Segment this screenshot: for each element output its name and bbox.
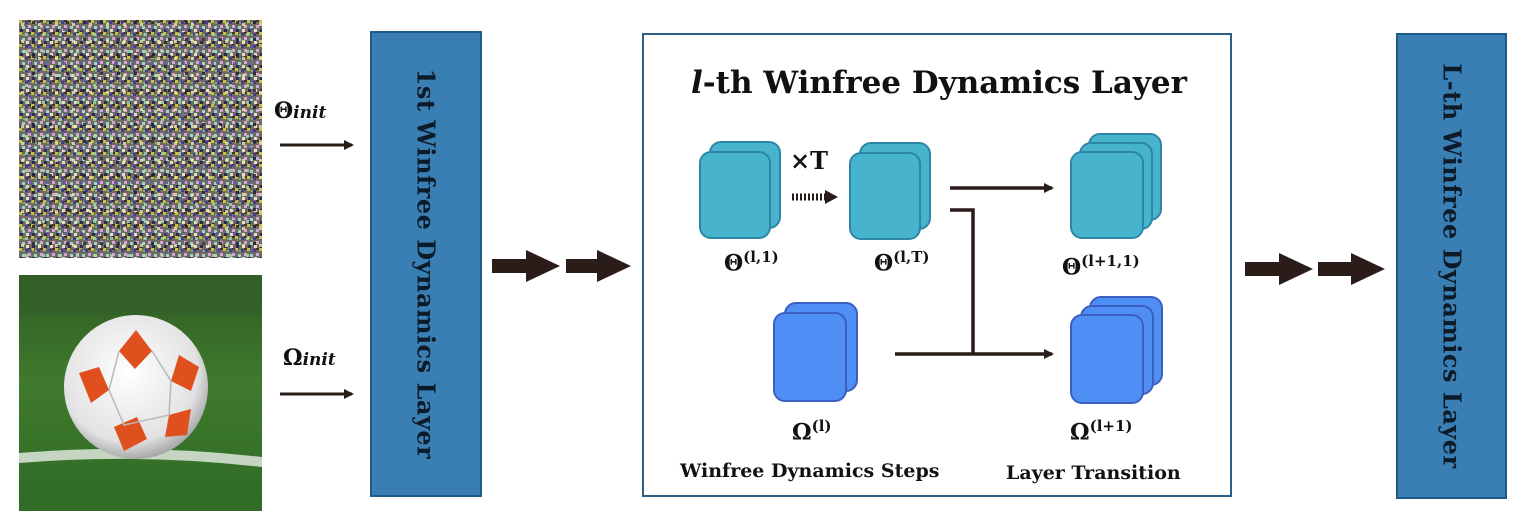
flow-arrow-left bbox=[492, 250, 631, 282]
omega-init-label: Ωinit bbox=[283, 345, 336, 371]
repeat-arrow bbox=[792, 190, 838, 204]
theta-lT-stack bbox=[849, 142, 931, 240]
first-layer-block: 1st Winfree Dynamics Layer bbox=[370, 31, 482, 497]
last-layer-block: L-th Winfree Dynamics Layer bbox=[1396, 33, 1507, 499]
theta-l1-stack bbox=[699, 141, 781, 239]
omega-next-stack bbox=[1070, 296, 1163, 404]
omega-l-stack bbox=[773, 302, 858, 402]
theta-next-label: Θ(l+1,1) bbox=[1062, 252, 1140, 281]
soccer-ball-image bbox=[19, 275, 262, 511]
noise-image bbox=[19, 20, 262, 258]
theta-next-stack bbox=[1070, 133, 1162, 239]
theta-init-label: Θinit bbox=[274, 98, 327, 124]
theta-omega-coupling-line bbox=[950, 208, 975, 354]
omega-next-label: Ω(l+1) bbox=[1070, 417, 1133, 446]
flow-arrow-right bbox=[1245, 253, 1385, 285]
caption-transition: Layer Transition bbox=[1006, 462, 1181, 484]
repeat-T-label: ×T bbox=[790, 146, 828, 175]
lth-layer-panel: l-th Winfree Dynamics Layer Θ(l,1) Θ(l,T… bbox=[642, 33, 1232, 497]
theta-l1-label: Θ(l,1) bbox=[724, 248, 779, 277]
theta-lT-label: Θ(l,T) bbox=[874, 248, 930, 277]
caption-steps: Winfree Dynamics Steps bbox=[680, 460, 940, 482]
omega-l-label: Ω(l) bbox=[792, 417, 832, 446]
panel-title: l-th Winfree Dynamics Layer bbox=[691, 65, 1187, 101]
